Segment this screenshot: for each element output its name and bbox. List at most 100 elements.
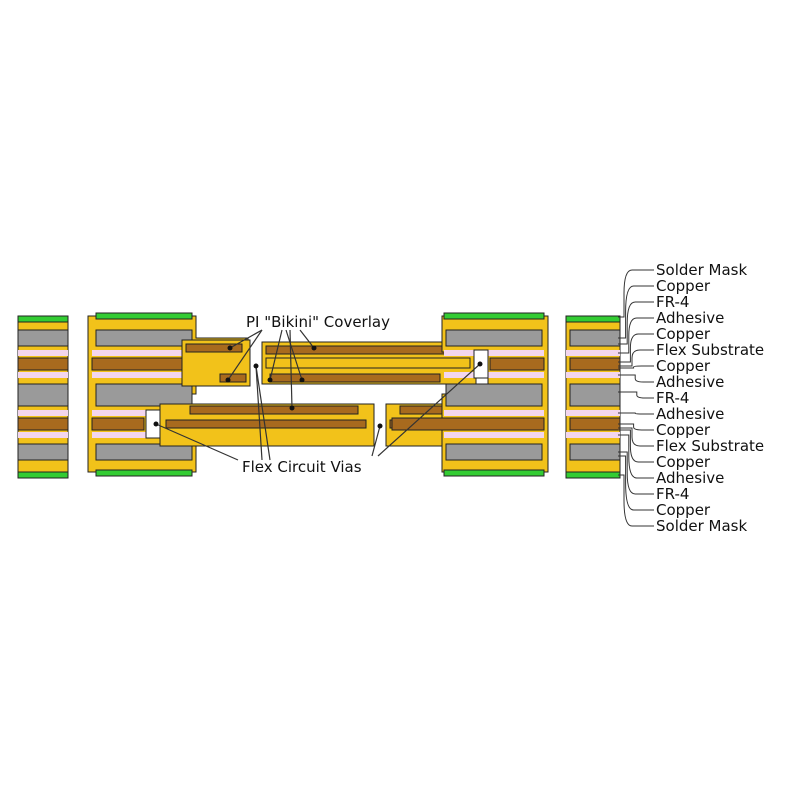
trace-a1	[17, 357, 69, 371]
solder-mask-bottom-a	[17, 471, 69, 479]
copper-d3	[569, 443, 621, 461]
stackup-labels: Solder MaskCopperFR-4AdhesiveCopperFlex …	[656, 261, 764, 535]
adhesive-d1	[566, 350, 620, 356]
adhesive-b2	[92, 372, 192, 378]
adhesive-c4	[444, 432, 544, 438]
stackup-leader-line	[618, 455, 654, 511]
copper-b2	[95, 383, 193, 407]
stackup-label: Copper	[656, 453, 711, 471]
adhesive-a4	[18, 432, 68, 438]
stackup-label: Copper	[656, 421, 711, 439]
vias-callout: Flex Circuit Vias	[153, 361, 483, 476]
coverlay-callout: PI "Bikini" Coverlay	[225, 313, 390, 411]
adhesive-c3	[444, 410, 544, 416]
stackup-leader-line	[618, 434, 654, 479]
trace-d2	[569, 417, 621, 431]
stackup-leader-line	[618, 423, 654, 431]
stackup-leader-line	[618, 269, 654, 318]
copper-b1	[95, 329, 193, 347]
coverlay-leader-lines	[227, 329, 315, 409]
stackup-label: Copper	[656, 325, 711, 343]
flex-upper-left-trace-bottom	[219, 373, 247, 383]
stackup-label: FR-4	[656, 389, 689, 407]
adhesive-a3	[18, 410, 68, 416]
stackup-label: Adhesive	[656, 405, 724, 423]
stackup-label: Adhesive	[656, 309, 724, 327]
rigid-section-far-right	[565, 315, 621, 479]
flex-lower-left-trace-top	[189, 405, 359, 415]
adhesive-c2	[444, 372, 544, 378]
stackup-leader-lines	[618, 269, 654, 527]
stackup-leader-line	[618, 391, 654, 399]
solder-mask-bottom-b	[95, 469, 193, 477]
rigid-section-right	[391, 312, 549, 477]
adhesive-a1	[18, 350, 68, 356]
stackup-leader-line	[618, 474, 654, 527]
solder-mask-bottom-d	[565, 471, 621, 479]
stackup-leader-line	[618, 451, 654, 495]
adhesive-d4	[566, 432, 620, 438]
trace-c2	[391, 417, 545, 431]
stackup-leader-line	[618, 285, 654, 339]
adhesive-c1	[444, 350, 544, 356]
copper-c2	[445, 383, 543, 407]
copper-a1	[17, 329, 69, 347]
rigid-section-far-left	[17, 315, 69, 479]
stackup-label: Solder Mask	[656, 261, 748, 279]
stackup-leader-line	[618, 317, 654, 354]
stackup-leader-line	[618, 301, 654, 345]
copper-c1	[445, 329, 543, 347]
solder-mask-bottom-c	[443, 469, 545, 477]
adhesive-a2	[18, 372, 68, 378]
rigid-section-left	[87, 312, 249, 477]
adhesive-b1	[92, 350, 192, 356]
stackup-leader-line	[618, 374, 654, 383]
trace-a2	[17, 417, 69, 431]
adhesive-d2	[566, 372, 620, 378]
adhesive-b4	[92, 432, 192, 438]
trace-d1	[569, 357, 621, 371]
stackup-leader-line	[618, 429, 654, 463]
stackup-label: FR-4	[656, 293, 689, 311]
trace-c1	[489, 357, 545, 371]
vias-label: Flex Circuit Vias	[242, 458, 362, 476]
coverlay-leader-dots	[225, 345, 317, 411]
vias-leader-dots	[153, 361, 483, 429]
stackup-legend: Solder MaskCopperFR-4AdhesiveCopperFlex …	[618, 261, 764, 535]
copper-b3	[95, 443, 193, 461]
coverlay-label: PI "Bikini" Coverlay	[246, 313, 390, 331]
flex-upper-right-core	[265, 357, 471, 369]
copper-c3	[445, 443, 543, 461]
copper-d1	[569, 329, 621, 347]
trace-b2	[91, 417, 145, 431]
stackup-leader-line	[618, 333, 654, 363]
flex-lower-left-trace-bottom	[165, 419, 367, 429]
stackup-label: Solder Mask	[656, 517, 748, 535]
flex-upper-left-trace-top	[185, 343, 243, 353]
flex-upper-right-trace-top	[265, 345, 471, 355]
solder-mask-top-b	[95, 312, 193, 320]
copper-d2	[569, 383, 621, 407]
stackup-label: Flex Substrate	[656, 437, 764, 455]
stackup-label: Flex Substrate	[656, 341, 764, 359]
flex-upper-right-trace-bottom	[269, 373, 441, 383]
solder-mask-top-a	[17, 315, 69, 323]
stackup-label: Copper	[656, 501, 711, 519]
adhesive-b3	[92, 410, 192, 416]
stackup-leader-line	[618, 349, 654, 367]
solder-mask-top-d	[565, 315, 621, 323]
stackup-label: FR-4	[656, 485, 689, 503]
stackup-leader-line	[618, 412, 654, 415]
stackup-label: Adhesive	[656, 469, 724, 487]
stackup-label: Copper	[656, 277, 711, 295]
vias-leader-lines	[155, 363, 481, 461]
copper-a2	[17, 383, 69, 407]
stackup-leader-line	[618, 365, 654, 369]
adhesive-d3	[566, 410, 620, 416]
solder-mask-top-c	[443, 312, 545, 320]
copper-a3	[17, 443, 69, 461]
stackup-label: Copper	[656, 357, 711, 375]
stackup-leader-line	[618, 427, 654, 447]
